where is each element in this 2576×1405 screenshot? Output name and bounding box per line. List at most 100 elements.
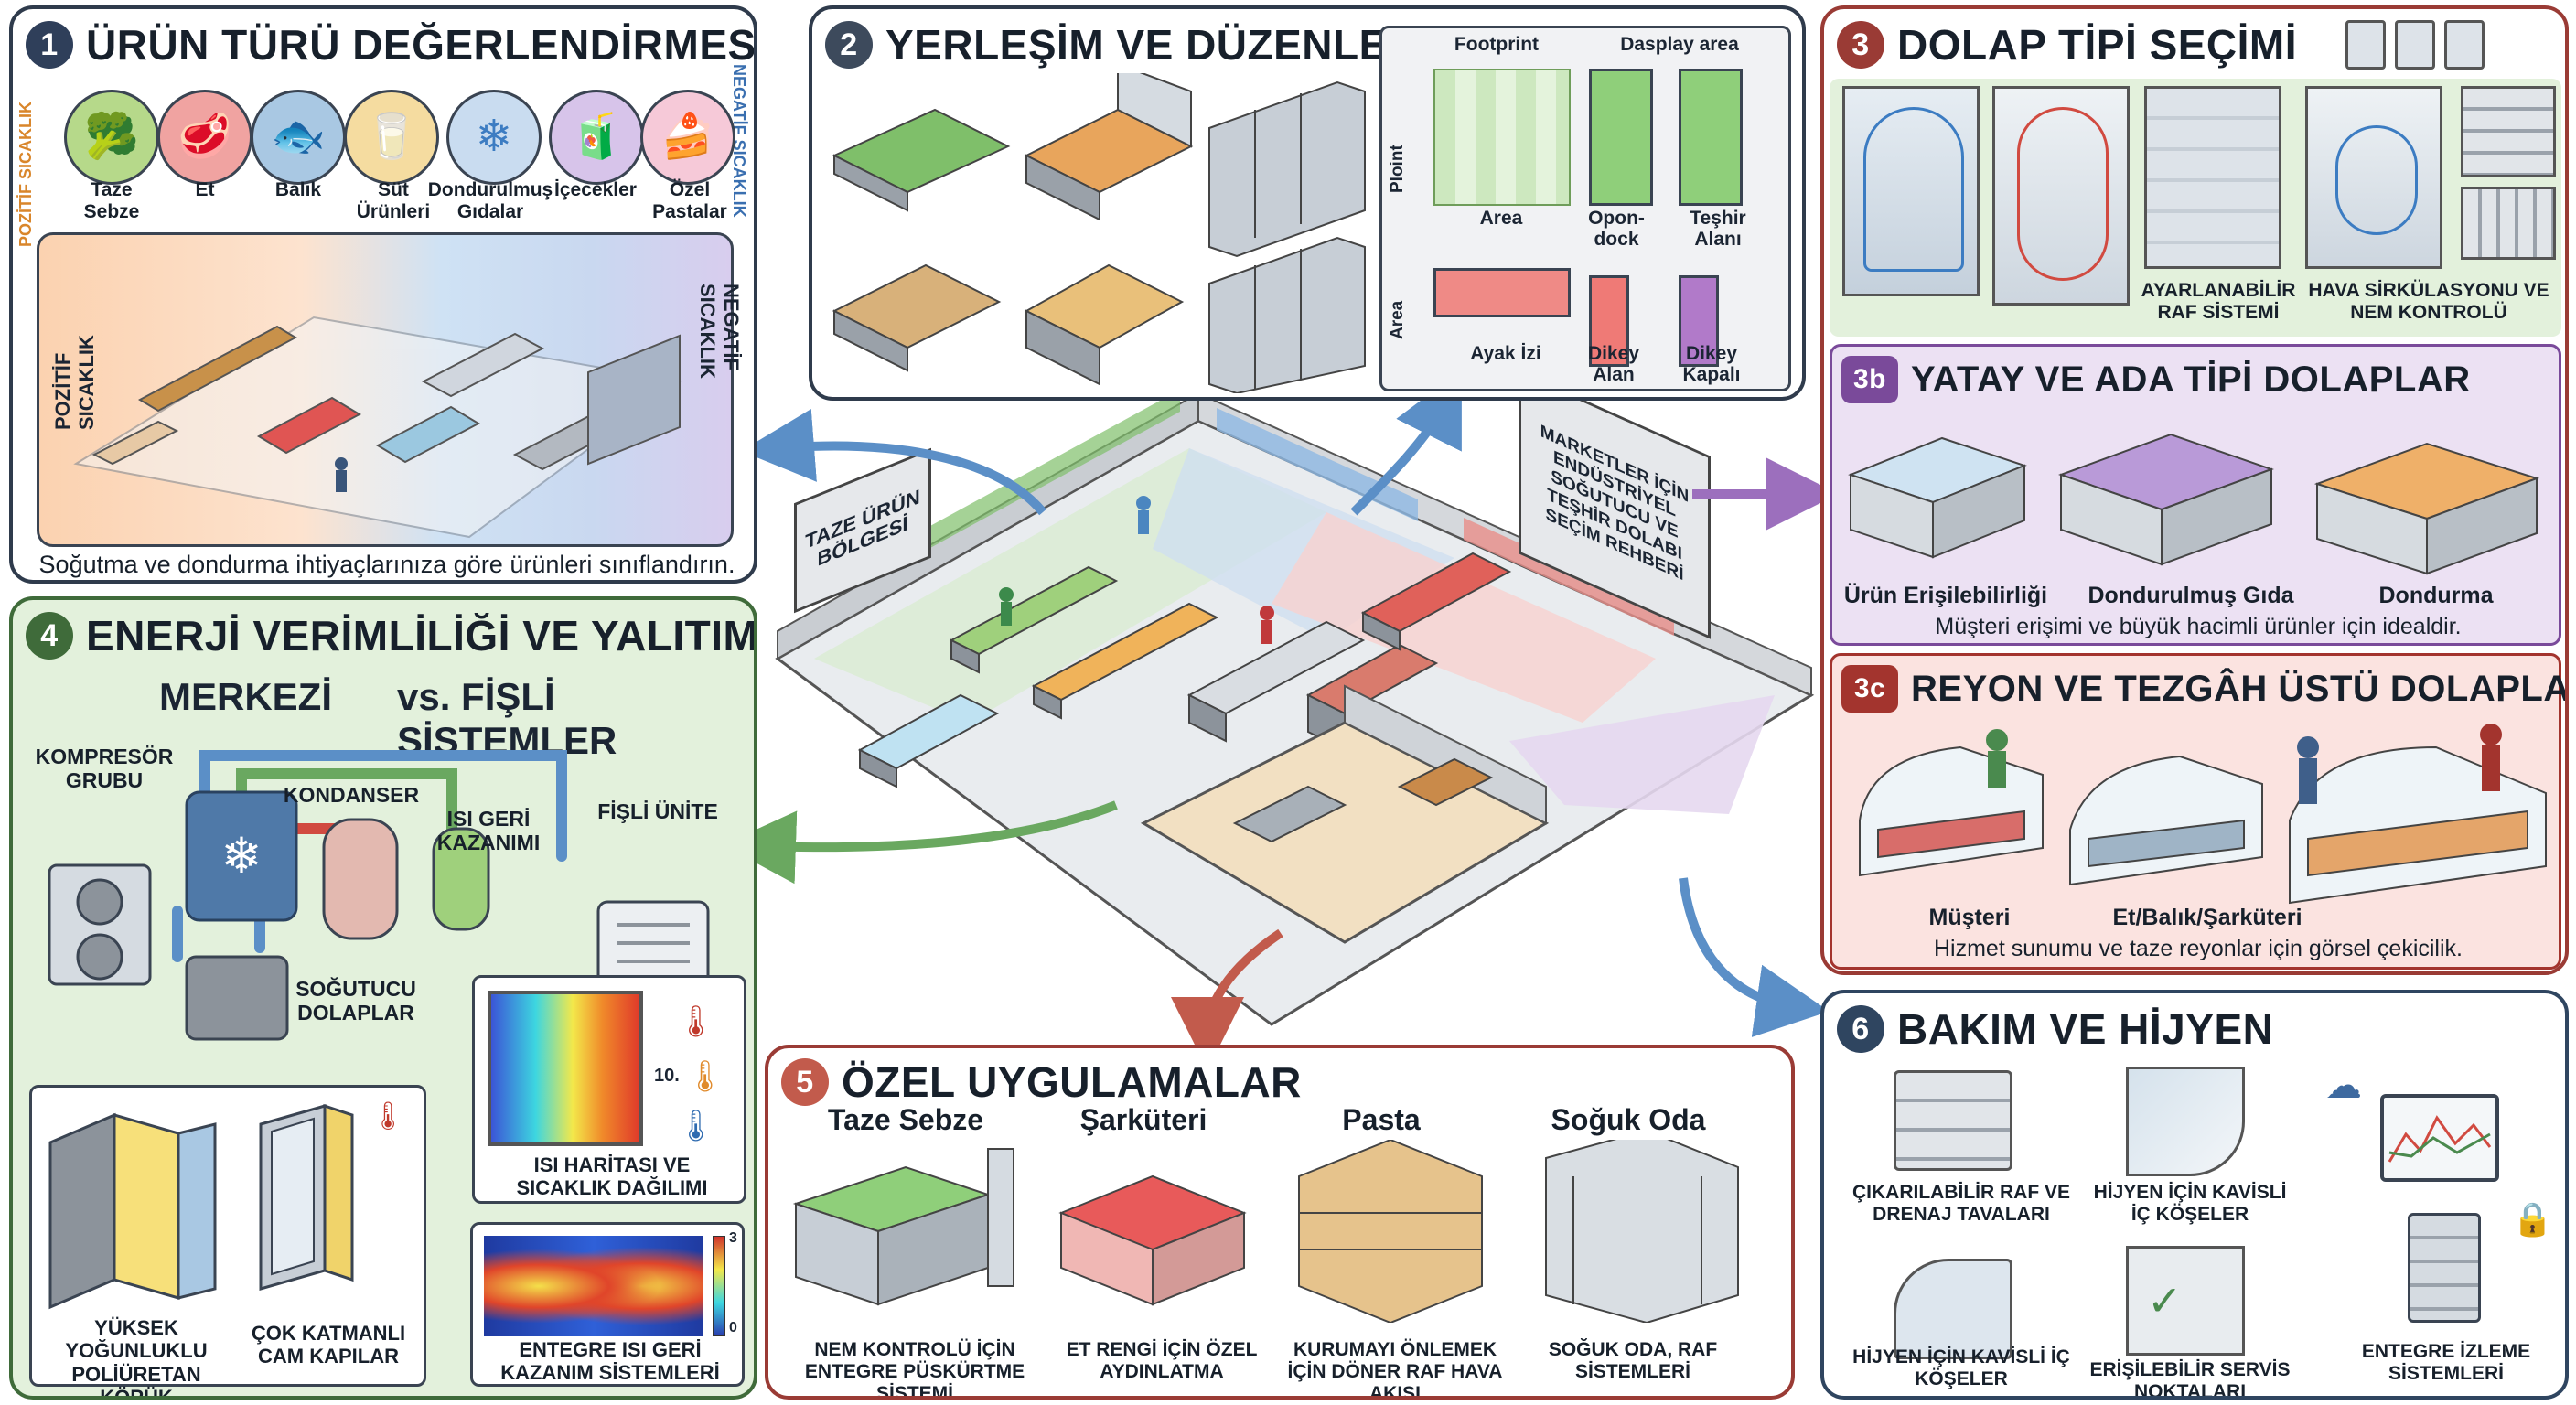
label-monitoring: ENTEGRE İZLEME SİSTEMLERİ	[2361, 1341, 2531, 1385]
column-title-pastry: Pasta	[1342, 1103, 1421, 1136]
thermometer-icon: 🌡	[676, 1004, 716, 1039]
cloud-icon: ☁	[2325, 1066, 2362, 1106]
thermal-scale-bar	[713, 1236, 725, 1336]
label-opondock: Opon- dock	[1588, 208, 1645, 251]
column-title-deli: Şarküteri	[1079, 1103, 1208, 1136]
snowflake-icon: ❄	[446, 90, 542, 185]
caption-deli: ET RENGİ İÇİN ÖZEL AYDINLATMA	[1066, 1339, 1258, 1383]
label-plugin-unit: FİŞLİ ÜNİTE	[597, 799, 718, 823]
heat-recovery-card: 3 0 ENTEGRE ISI GERİ KAZANIM SİSTEMLERİ	[470, 1222, 745, 1387]
product-label-meat: Et	[195, 179, 215, 200]
label-cooling-cabinets: SOĞUTUCU DOLAPLAR	[295, 977, 416, 1025]
insulation-card: 🌡 YÜKSEK YOĞUNLUKLU POLİÜRETAN KÖPÜK ÇOK…	[29, 1085, 426, 1396]
panel-energy-efficiency: 4 ENERJİ VERİMLİLİĞİ VE YALITIM 🍃⚡🌡 MERK…	[9, 596, 757, 1400]
zone-label-negative: NEGATİF SICAKLIK	[696, 284, 743, 379]
product-label-vegetables: Taze Sebze	[83, 179, 140, 223]
store-isometric-illustration	[775, 393, 1815, 1026]
meat-icon: 🥩	[157, 90, 252, 185]
thermometer-icon: 🌡	[370, 1101, 406, 1132]
panel-number: 6	[1837, 1005, 1884, 1053]
removable-shelf-icon	[1894, 1070, 2012, 1171]
drain-tray-icon	[1894, 1259, 2012, 1359]
vegetable-icon: 🥦	[64, 90, 159, 185]
pastry-icon: 🍰	[640, 90, 735, 185]
label-area: Area	[1479, 208, 1523, 229]
panel-title: BAKIM VE HİJYEN	[1897, 1005, 2274, 1053]
label-ice-cream: Dondurma	[2378, 583, 2494, 608]
label-customer: Müşteri	[1928, 905, 2011, 930]
fridge-door-icons	[2345, 20, 2485, 70]
cabinet-double-door	[2144, 86, 2281, 269]
panel-maintenance-hygiene: 6 BAKIM VE HİJYEN ÇIKARILABİLİR RAF VE D…	[1820, 990, 2569, 1400]
heading-central: MERKEZİ	[159, 675, 332, 718]
label-multilayer-glass: ÇOK KATMANLI CAM KAPILAR	[251, 1322, 406, 1368]
footprint-comparison-diagram: Footprint Dasplay area Ploint Area Area …	[1379, 26, 1791, 391]
thermometer-icon: 🌡	[685, 1059, 725, 1094]
display-cases-grid	[832, 73, 1366, 393]
panel-number: 3c	[1841, 665, 1898, 713]
island-freezers	[1848, 433, 2540, 575]
fish-icon: 🐟	[251, 90, 346, 185]
label-product-access: Ürün Erişilebilirliği	[1843, 583, 2048, 608]
cabinet-airflow	[2305, 86, 2442, 269]
side-label-positive: POZİTİF SICAKLIK	[16, 102, 35, 247]
side-label-negative: NEGATİF SICAKLIK	[730, 64, 748, 218]
service-point-icon: ✓	[2126, 1246, 2245, 1356]
row-label-bottom: Area	[1388, 300, 1407, 339]
cabinet-open-front	[1842, 86, 1980, 296]
special-cases-illustration	[792, 1140, 1739, 1323]
row-label-top: Ploint	[1388, 145, 1407, 193]
scale-min: 0	[729, 1320, 737, 1335]
panel-special-applications: 5 ÖZEL UYGULAMALAR Taze Sebze Şarküteri …	[765, 1045, 1795, 1400]
label-ayak-izi: Ayak İzi	[1470, 343, 1541, 364]
panel-title: ÖZEL UYGULAMALAR	[842, 1058, 1302, 1106]
label-curved-corners-top: HİJYEN İÇİN KAVİSLİ İÇ KÖŞELER	[2093, 1182, 2287, 1226]
column-header-display: Dasplay area	[1620, 34, 1739, 55]
shelf-rail-detail	[2461, 187, 2556, 260]
column-title-cold-room: Soğuk Oda	[1551, 1103, 1706, 1136]
panel-number: 5	[781, 1058, 829, 1106]
product-label-dairy: Süt Ürünleri	[356, 179, 431, 223]
column-header-footprint: Footprint	[1454, 34, 1540, 55]
label-air-circulation: HAVA SİRKÜLASYONU VE NEM KONTROLÜ	[2308, 280, 2549, 324]
panel-caption: Müşteri erişimi ve büyük hacimli ürünler…	[1935, 614, 2462, 639]
label-integrated-recovery: ENTEGRE ISI GERİ KAZANIM SİSTEMLERİ	[500, 1338, 720, 1385]
lock-icon: 🔒	[2512, 1200, 2553, 1238]
label-meat-fish-deli: Et/Balık/Şarküteri	[2112, 905, 2302, 930]
label-frozen-food: Dondurulmuş Gıda	[2088, 583, 2294, 608]
label-adjustable-shelf: AYARLANABİLİR RAF SİSTEMİ	[2141, 280, 2296, 324]
panel-title: REYON VE TEZGÂH ÜSTÜ DOLAPLAR	[1911, 668, 2569, 709]
product-label-frozen: Dondurulmuş Gıdalar	[427, 179, 553, 223]
panel-title: ÜRÜN TÜRÜ DEĞERLENDİRMESİ	[86, 21, 757, 69]
caption-cold-room: SOĞUK ODA, RAF SİSTEMLERİ	[1548, 1339, 1718, 1383]
temperature-zones-illustration	[37, 232, 734, 547]
vertical-cabinets-section: AYARLANABİLİR RAF SİSTEMİ HAVA SİRKÜLASY…	[1830, 79, 2561, 337]
server-icon	[2408, 1213, 2481, 1323]
label-removable-shelves: ÇIKARILABİLİR RAF VE DRENAJ TAVALARI	[1852, 1182, 2070, 1226]
panel-horizontal-island: 3b YATAY VE ADA TİPİ DOLAPLAR Ürün Erişi…	[1830, 344, 2561, 646]
panel-layout-arrangement: 2 YERLEŞİM VE DÜZENLEME Footprint Daspla…	[809, 5, 1806, 401]
panel-caption: Hizmet sunumu ve taze reyonlar için görs…	[1934, 936, 2463, 961]
label-service-points: ERİŞİLEBİLİR SERVİS NOKTALARI	[2089, 1359, 2291, 1400]
panel-cabinet-type: 3 DOLAP TİPİ SEÇİMİ AYARLANABİLİR RAF Sİ…	[1820, 5, 2569, 975]
panel-caption: Soğutma ve dondurma ihtiyaçlarınıza göre…	[38, 551, 735, 578]
panel-number: 1	[26, 21, 73, 69]
cabinet-glass-door	[1992, 86, 2130, 306]
caption-vegetables: NEM KONTROLÜ İÇİN ENTEGRE PÜSKÜRTME SİST…	[804, 1339, 1025, 1400]
product-label-beverages: İçecekler	[554, 179, 637, 200]
panel-number: 4	[26, 612, 73, 660]
column-title-vegetables: Taze Sebze	[827, 1103, 984, 1136]
panel-number: 2	[825, 21, 873, 69]
panel-title: YERLEŞİM VE DÜZENLEME	[886, 21, 1452, 69]
label-curved-corners-bottom: HİJYEN İÇİN KAVİSLİ İÇ KÖŞELER	[1852, 1346, 2070, 1390]
panel-number: 3b	[1841, 356, 1898, 403]
label-dikey-kapali: Dikey Kapalı	[1682, 343, 1741, 386]
label-heatmap: ISI HARİTASI VE SICAKLIK DAĞILIMI	[516, 1153, 708, 1200]
heatmap-card: 🌡 10. 🌡 🌡 ISI HARİTASI VE SICAKLIK DAĞIL…	[472, 975, 746, 1204]
svg-text:❄: ❄	[220, 829, 262, 884]
panel-product-assessment: 1 ÜRÜN TÜRÜ DEĞERLENDİRMESİ 🛒 POZİTİF SI…	[9, 5, 757, 584]
label-teshir: Teşhir Alanı	[1690, 208, 1746, 251]
thermal-image	[484, 1236, 703, 1336]
curved-corner-icon	[2126, 1067, 2245, 1176]
